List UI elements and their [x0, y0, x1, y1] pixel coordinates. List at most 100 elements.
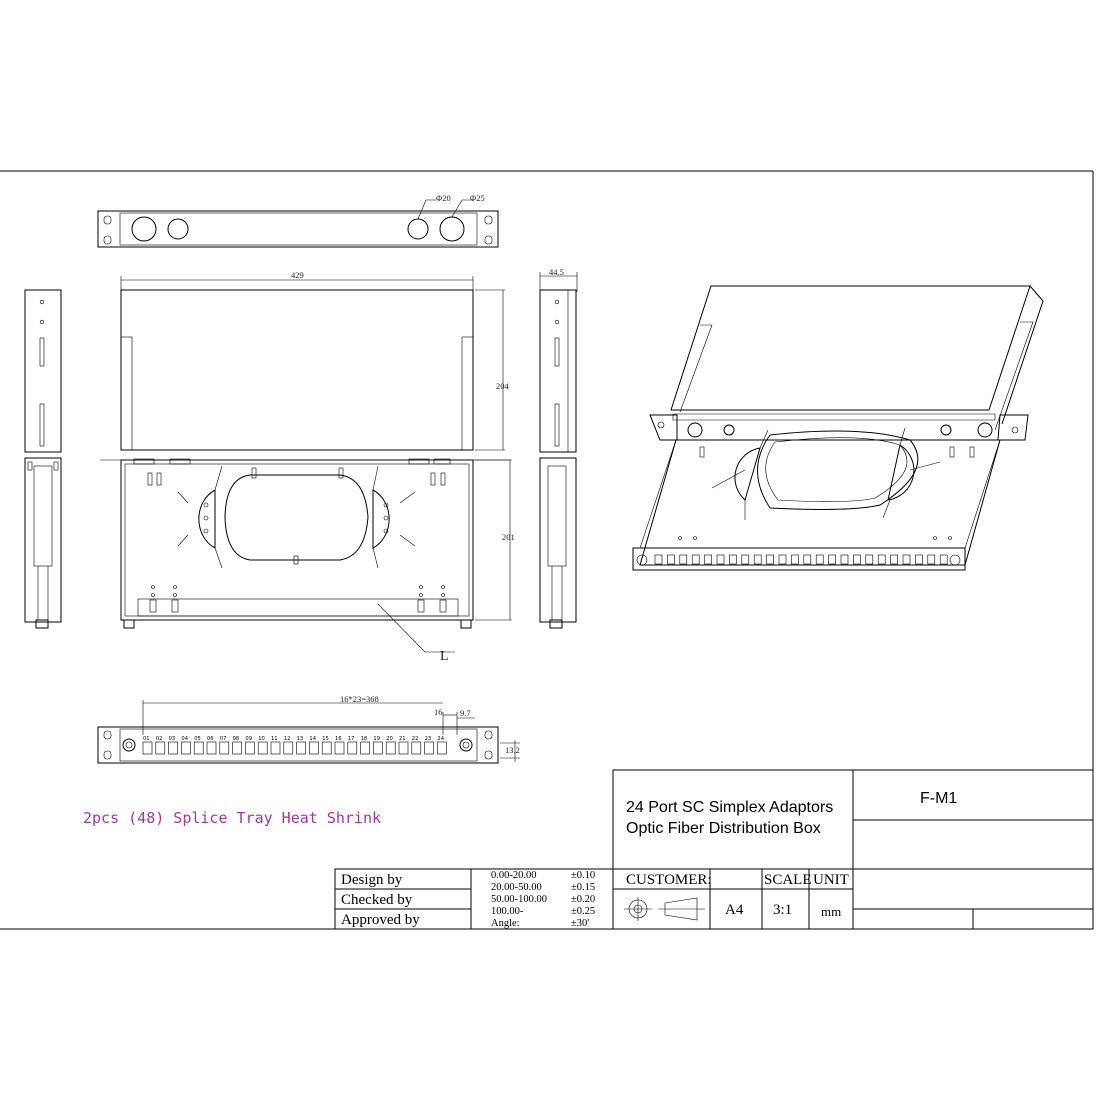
sc-adaptor-port [385, 741, 396, 755]
splice-tray-note: 2pcs (48) Splice Tray Heat Shrink [83, 809, 381, 827]
dim-height-201: 201 [502, 532, 515, 542]
dim-height-204: 204 [496, 381, 510, 391]
iso-adaptor-port [729, 554, 737, 565]
top-view: Φ20 Φ25 [97, 193, 499, 248]
port-number-label: 05 [194, 736, 201, 742]
port-number-label: 02 [156, 736, 163, 742]
iso-adaptor-port [877, 554, 886, 565]
title-block: 24 Port SC Simplex Adaptors Optic Fiber … [334, 769, 1094, 930]
dim-width-429: 429 [291, 270, 304, 280]
scale-label: SCALE [764, 872, 812, 888]
port-number-label: 11 [271, 736, 278, 742]
sc-adaptor-port [373, 741, 383, 755]
port-number-label: 19 [373, 736, 380, 742]
port-number-label: 14 [309, 736, 316, 742]
iso-adaptor-port [753, 554, 762, 565]
tolerance-range: 0.00-20.00 [491, 870, 537, 881]
iso-adaptor-port [766, 554, 774, 565]
dim-depth-44-5: 44.5 [549, 267, 564, 277]
port-number-label: 24 [437, 736, 444, 742]
plan-view: 429 204 [100, 270, 515, 664]
right-fiber-spool [372, 465, 416, 569]
tolerance-range: Angle: [491, 918, 520, 929]
iso-adaptor-port [840, 554, 849, 565]
iso-adaptor-port [778, 554, 787, 565]
dim-pitch-16: 16 [434, 707, 443, 717]
unit-value: mm [821, 904, 841, 919]
sc-adaptor-port [334, 741, 345, 755]
iso-adaptor-port [741, 554, 750, 565]
right-side-view: 44.5 [539, 267, 578, 629]
port-number-label: 06 [207, 736, 214, 742]
sc-adaptor-port [296, 741, 306, 755]
unit-label: UNIT [813, 872, 849, 888]
iso-adaptor-port [902, 554, 911, 565]
port-number-label: 15 [322, 736, 329, 742]
sc-adaptor-port [398, 741, 409, 755]
iso-adaptor-port [890, 554, 898, 565]
iso-adaptor-port [803, 554, 812, 565]
iso-adaptor-port [915, 554, 923, 565]
port-adaptors [142, 741, 447, 755]
mounting-holes [149, 585, 447, 613]
left-fiber-spool [177, 465, 223, 569]
tolerance-ranges: 0.00-20.0020.00-50.0050.00-100.00100.00-… [491, 870, 547, 929]
iso-adaptor-port [704, 554, 712, 565]
design-by-label: Design by [341, 872, 403, 888]
iso-adaptor-port [791, 554, 799, 565]
iso-adaptor-port [654, 554, 663, 565]
iso-adaptor-port [939, 554, 948, 565]
sc-adaptor-port [424, 741, 434, 755]
tolerance-range: 50.00-100.00 [491, 894, 547, 905]
left-side-view [24, 289, 62, 629]
port-number-label: 22 [412, 736, 419, 742]
sc-adaptor-port [206, 741, 217, 755]
sc-adaptor-port [168, 741, 178, 755]
sc-adaptor-port [360, 741, 370, 755]
iso-adaptor-port [716, 554, 725, 565]
projection-symbol-icon [624, 897, 705, 921]
tolerance-value: ±0.20 [571, 894, 595, 905]
dim-pitch: 16*23=368 [340, 694, 379, 704]
port-number-label: 16 [335, 736, 342, 742]
title-line-2: Optic Fiber Distribution Box [626, 820, 821, 837]
drawing-code: F-M1 [920, 790, 957, 807]
paper-size: A4 [725, 902, 744, 918]
sc-adaptor-port [155, 741, 166, 755]
tolerance-range: 20.00-50.00 [491, 882, 542, 893]
iso-adaptor-port [865, 554, 874, 565]
tolerance-range: 100.00- [491, 906, 524, 917]
port-number-label: 23 [425, 736, 432, 742]
sc-adaptor-port [232, 741, 242, 755]
iso-adaptor-port [828, 554, 836, 565]
port-number-label: 18 [361, 736, 368, 742]
sc-adaptor-port [437, 741, 447, 755]
sc-adaptor-port [321, 741, 332, 755]
iso-adaptor-port [667, 554, 675, 565]
sc-adaptor-port [245, 741, 255, 755]
dim-height-13-2: 13.2 [505, 745, 520, 755]
iso-adaptor-port [815, 554, 824, 565]
sc-adaptor-port [142, 741, 153, 755]
port-number-label: 20 [386, 736, 393, 742]
iso-adaptor-port [679, 554, 688, 565]
port-number-label: 09 [245, 736, 252, 742]
approved-by-label: Approved by [341, 912, 420, 928]
customer-label: CUSTOMER: [626, 872, 712, 888]
sc-adaptor-port [257, 741, 268, 755]
port-number-label: 12 [284, 736, 291, 742]
dim-phi25: Φ25 [470, 193, 485, 203]
sc-adaptor-port [309, 741, 319, 755]
port-number-label: 21 [399, 736, 406, 742]
port-number-label: 03 [169, 736, 176, 742]
tolerance-value: ±30' [571, 918, 589, 929]
sc-adaptor-port [283, 741, 294, 755]
port-number-label: 13 [297, 736, 304, 742]
port-number-label: 10 [258, 736, 265, 742]
port-number-label: 04 [181, 736, 188, 742]
iso-adaptor-port [691, 554, 700, 565]
dim-phi20: Φ20 [436, 193, 451, 203]
checked-by-label: Checked by [341, 892, 413, 908]
